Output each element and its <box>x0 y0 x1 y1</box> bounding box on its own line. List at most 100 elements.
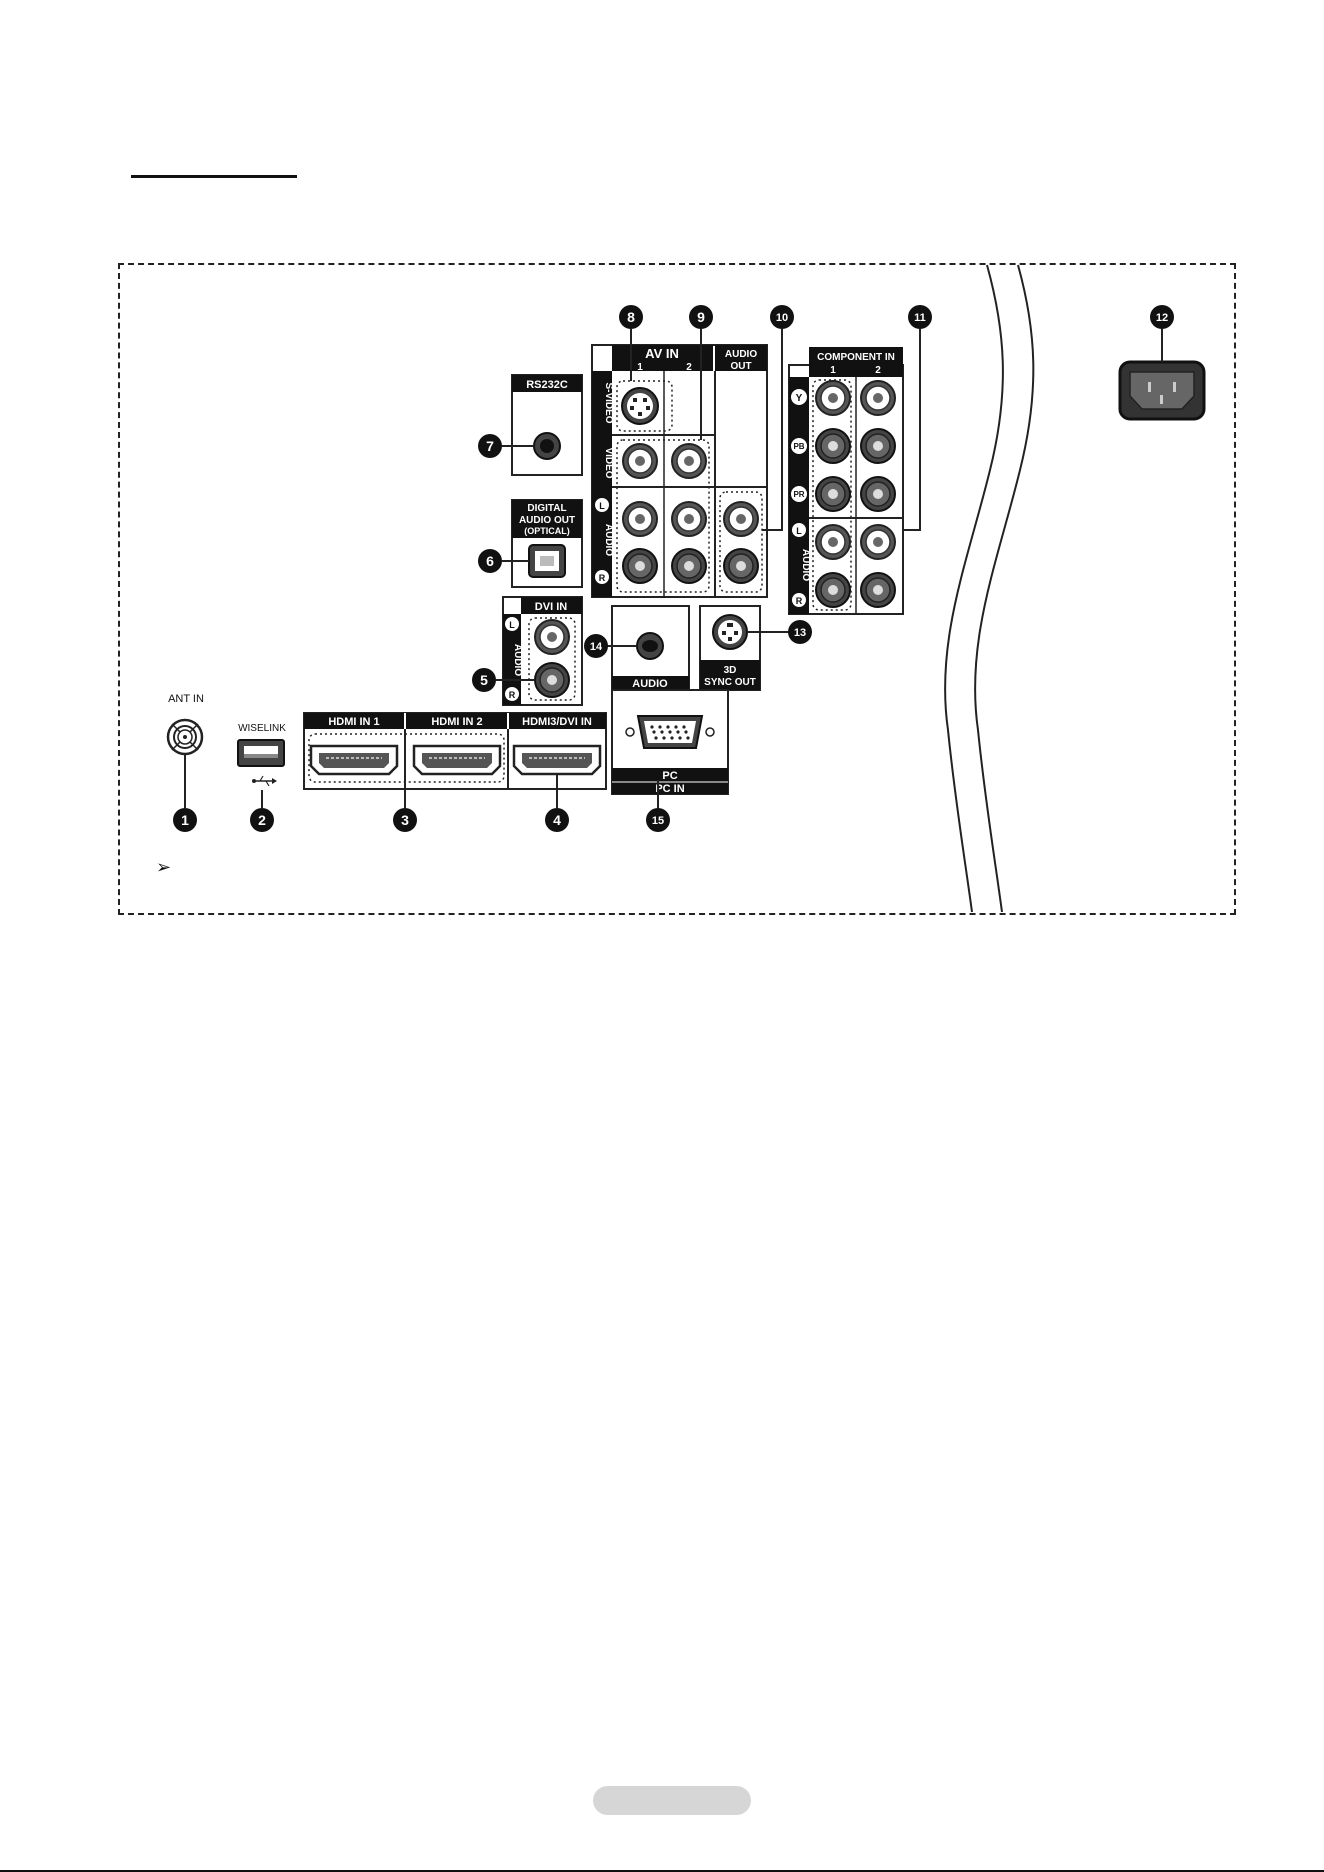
note-arrow-icon: ➢ <box>156 858 171 876</box>
svg-text:11: 11 <box>914 312 926 324</box>
av-in-label: AV IN <box>645 346 679 361</box>
av-l-label: L <box>599 501 605 511</box>
callout-5: 5 <box>472 668 496 692</box>
break-line-right <box>975 265 1033 912</box>
ant-in-label: ANT IN <box>168 693 204 705</box>
3d-label: 3D <box>724 665 737 676</box>
rs232c-label: RS232C <box>526 379 568 391</box>
callout-10: 10 <box>770 305 794 329</box>
svg-text:2: 2 <box>258 812 266 828</box>
rca-jack-icon <box>816 381 850 415</box>
callout-7: 7 <box>478 434 502 458</box>
rca-jack-icon <box>535 663 569 697</box>
component-y-label: Y <box>796 393 803 404</box>
av-in-2-label: 2 <box>686 362 692 373</box>
power-socket-icon <box>1120 362 1204 419</box>
hdmi-in-1-label: HDMI IN 1 <box>328 716 379 728</box>
dvi-audio-label: AUDIO <box>512 644 523 676</box>
callout-3: 3 <box>393 808 417 832</box>
rca-jack-icon <box>623 549 657 583</box>
svg-text:10: 10 <box>776 312 788 324</box>
3d-sync-port <box>713 615 747 649</box>
component-in-label: COMPONENT IN <box>817 352 895 363</box>
break-line-left <box>945 265 1003 912</box>
page-number-pill <box>593 1786 751 1815</box>
component-pr-label: PR <box>793 490 804 499</box>
audio-out-bottom-label: OUT <box>730 361 751 372</box>
rca-jack-icon <box>535 620 569 654</box>
callout-1: 1 <box>173 808 197 832</box>
rca-jack-icon <box>816 573 850 607</box>
rca-jack-icon <box>672 502 706 536</box>
callout-2: 2 <box>250 808 274 832</box>
component-pb-label: PB <box>793 442 804 451</box>
coax-jack-icon <box>168 720 202 754</box>
callout-12: 12 <box>1150 305 1174 329</box>
component-r-label: R <box>796 596 803 606</box>
av-r-label: R <box>599 573 606 583</box>
svg-text:14: 14 <box>590 641 603 653</box>
svg-text:6: 6 <box>486 553 494 569</box>
component-audio-label: AUDIO <box>800 549 811 581</box>
svg-text:8: 8 <box>627 309 635 325</box>
svg-text:3: 3 <box>401 812 409 828</box>
rca-jack-icon <box>816 525 850 559</box>
rca-jack-icon <box>724 549 758 583</box>
component-2-label: 2 <box>875 365 881 376</box>
svideo-port-icon <box>622 388 658 424</box>
callout-9: 9 <box>689 305 713 329</box>
svg-text:15: 15 <box>652 815 664 827</box>
callout-11: 11 <box>908 305 932 329</box>
hdmi3-dvi-in-label: HDMI3/DVI IN <box>522 716 592 728</box>
av-in-1-label: 1 <box>637 362 643 373</box>
rca-jack-icon <box>672 549 706 583</box>
rca-jack-icon <box>623 444 657 478</box>
video-label: VIDEO <box>603 447 614 478</box>
rca-jack-icon <box>861 429 895 463</box>
component-1-label: 1 <box>830 365 836 376</box>
rca-jack-icon <box>724 502 758 536</box>
optical-port-icon <box>529 545 565 577</box>
callout-13: 13 <box>788 620 812 644</box>
callout-4: 4 <box>545 808 569 832</box>
callout-6: 6 <box>478 549 502 573</box>
svg-text:1: 1 <box>181 812 189 828</box>
callout-15: 15 <box>646 808 670 832</box>
audio-out-top-label: AUDIO <box>725 349 757 360</box>
hdmi-in-2-label: HDMI IN 2 <box>431 716 482 728</box>
rca-jack-icon <box>861 477 895 511</box>
svg-text:5: 5 <box>480 672 488 688</box>
rca-jack-icon <box>861 573 895 607</box>
rca-jack-icon <box>672 444 706 478</box>
callout-8: 8 <box>619 305 643 329</box>
sync-out-label: SYNC OUT <box>704 677 756 688</box>
dvi-l-label: L <box>509 620 515 630</box>
pc-audio-jack <box>637 633 663 659</box>
hdmi-port-icon <box>414 746 500 774</box>
svg-text:4: 4 <box>553 812 561 828</box>
usb-port <box>238 740 284 766</box>
wiselink-label: WISELINK <box>238 723 286 734</box>
pc-label: PC <box>662 770 677 782</box>
s-video-label: S-VIDEO <box>603 382 614 423</box>
svg-text:7: 7 <box>486 438 494 454</box>
rca-jack-icon <box>816 429 850 463</box>
callout-14: 14 <box>584 634 608 658</box>
audio-out-label: AUDIO OUT <box>519 515 575 526</box>
optical-label: (OPTICAL) <box>524 526 570 536</box>
usb-icon <box>252 776 277 786</box>
pc-audio-label: AUDIO <box>632 678 668 690</box>
hdmi-port-icon <box>311 746 397 774</box>
svg-text:9: 9 <box>697 309 705 325</box>
dvi-r-label: R <box>509 690 516 700</box>
digital-label: DIGITAL <box>527 503 566 514</box>
svg-text:13: 13 <box>794 627 806 639</box>
rca-jack-icon <box>861 381 895 415</box>
rca-jack-icon <box>623 502 657 536</box>
av-audio-label: AUDIO <box>603 524 614 556</box>
rca-jack-icon <box>816 477 850 511</box>
component-l-label: L <box>796 526 802 536</box>
svg-text:12: 12 <box>1156 312 1168 324</box>
rca-jack-icon <box>861 525 895 559</box>
